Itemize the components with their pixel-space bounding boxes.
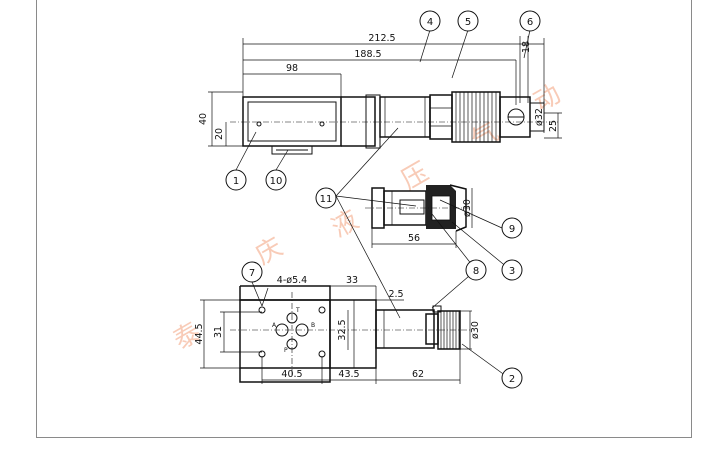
watermark: 泰 庆 液 压 气 动 (169, 79, 567, 356)
svg-text:8: 8 (473, 266, 479, 277)
dimension-188-5: 188.5 (354, 49, 381, 60)
svg-text:2: 2 (509, 374, 515, 385)
screw-hole (319, 121, 325, 127)
dimension-44-5: 44.5 (194, 323, 205, 344)
balloon-8: 8 (465, 259, 487, 281)
mounting-hole (258, 306, 266, 314)
port-label-t: T (295, 307, 300, 314)
svg-text:9: 9 (509, 224, 515, 235)
section-spool (399, 199, 425, 215)
dimension-40-5: 40.5 (281, 369, 302, 380)
balloon-10: 10 (265, 169, 287, 191)
bottom-view: A T B P 4-ø5.4 33 2.5 44.5 31 32.5 (194, 275, 481, 384)
dimension-56: 56 (408, 233, 420, 244)
svg-text:10: 10 (270, 176, 283, 187)
svg-text:1: 1 (233, 176, 239, 187)
bottom-lug (239, 368, 331, 383)
balloon-11: 11 (315, 187, 337, 209)
dimension-212-5: 212.5 (368, 33, 395, 44)
dimension-43-5: 43.5 (338, 369, 359, 380)
dimension-dia-30-bottom: ø30 (470, 321, 481, 339)
dimension-32-5: 32.5 (337, 319, 348, 340)
port-label-p: P (284, 347, 288, 354)
nameplate (247, 101, 337, 142)
dimension-33: 33 (346, 275, 358, 286)
bottom-knob (437, 310, 461, 350)
dimension-dia-30: ø30 (462, 199, 473, 217)
svg-text:7: 7 (249, 268, 255, 279)
balloon-1: 1 (225, 169, 247, 191)
dimension-98: 98 (286, 63, 298, 74)
dimension-4-holes: 4-ø5.4 (277, 275, 307, 286)
svg-text:3: 3 (509, 266, 515, 277)
bottom-nut (425, 313, 439, 345)
valve-body (242, 96, 342, 147)
balloons: 1 10 4 5 6 11 9 3 8 7 2 (225, 10, 541, 389)
balloon-7: 7 (241, 261, 263, 283)
balloon-2: 2 (501, 367, 523, 389)
screw-hole (256, 121, 262, 127)
base-plate (239, 299, 331, 369)
balloon-9: 9 (501, 217, 523, 239)
flange (365, 94, 381, 149)
adjuster-tube (379, 96, 431, 138)
dimension-20: 20 (214, 128, 225, 140)
svg-text:6: 6 (527, 17, 533, 28)
balloon-6: 6 (519, 10, 541, 32)
dimension-40: 40 (198, 113, 209, 125)
dimension-2-5: 2.5 (388, 289, 403, 300)
section-view: 56 ø30 (365, 184, 473, 248)
dimension-62: 62 (412, 369, 424, 380)
svg-text:11: 11 (320, 194, 333, 205)
svg-text:4: 4 (427, 17, 433, 28)
bottom-adjuster-tube (375, 309, 435, 349)
leader-line (261, 287, 269, 307)
top-lug (239, 285, 331, 301)
dimension-dia-32: ø32 (534, 108, 545, 126)
dimension-25: 25 (548, 120, 559, 132)
dimension-31: 31 (213, 326, 224, 338)
base-fitting (271, 145, 313, 155)
balloon-4: 4 (419, 10, 441, 32)
svg-text:5: 5 (465, 17, 471, 28)
port-label-b: B (311, 322, 315, 329)
top-view: 212.5 188.5 98 40 20 ø32 25 18 (198, 33, 562, 155)
drawing-frame (36, 0, 692, 438)
port-label-a: A (272, 322, 277, 329)
balloon-3: 3 (501, 259, 523, 281)
lock-nut (429, 94, 453, 140)
housing-step (341, 96, 376, 147)
mounting-hole (318, 306, 326, 314)
balloon-5: 5 (457, 10, 479, 32)
set-screw (432, 305, 442, 313)
